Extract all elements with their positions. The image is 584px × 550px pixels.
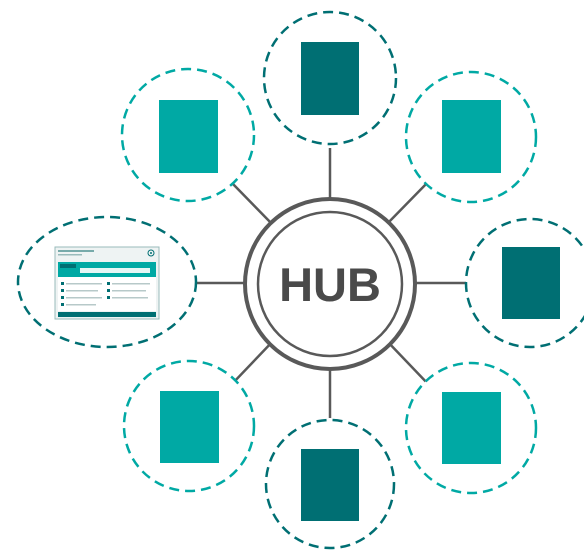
- satellite-bottom-right: [404, 361, 538, 495]
- document-icon: [159, 100, 218, 173]
- document-icon: [301, 449, 359, 521]
- eye-logo-icon: [147, 249, 155, 257]
- satellite-bottom-left: [122, 359, 256, 493]
- satellite-top: [262, 10, 398, 146]
- document-icon: [502, 247, 560, 319]
- document-icon: [301, 42, 359, 115]
- satellite-top-right: [404, 70, 538, 204]
- document-icon: [442, 392, 501, 464]
- document-icon: [160, 391, 219, 463]
- document-icon: [442, 100, 501, 173]
- satellite-right: [464, 217, 584, 349]
- satellite-bottom: [264, 418, 396, 550]
- hub-inner-ring: [256, 210, 404, 358]
- connector-top-right: [384, 179, 431, 227]
- hub-node: HUB: [243, 197, 417, 371]
- connectors: [196, 148, 466, 418]
- satellite-left: [16, 215, 198, 349]
- satellite-top-left: [120, 67, 256, 203]
- connector-bottom-left: [231, 339, 275, 385]
- connector-top-left: [231, 182, 275, 227]
- screenshot-thumbnail: [54, 246, 160, 320]
- connector-bottom-right: [385, 339, 431, 387]
- hub-label: HUB: [279, 258, 381, 311]
